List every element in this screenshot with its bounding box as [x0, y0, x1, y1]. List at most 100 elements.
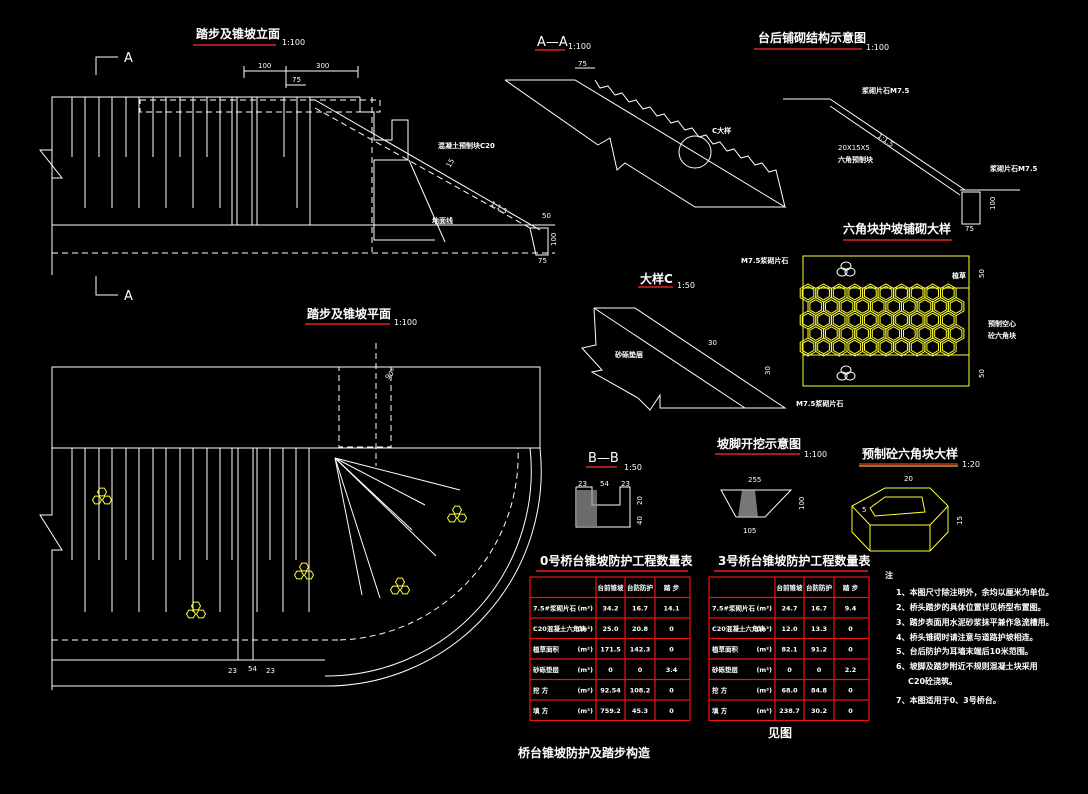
dim-text: 20 [904, 475, 913, 483]
hex-cell-inner [879, 339, 893, 355]
table-row-unit: (m²) [756, 646, 772, 654]
note-item: 2、桥头踏步的具体位置详见桥型布置图。 [896, 602, 1046, 612]
table-row-unit: (m³) [577, 666, 593, 674]
quantity-tables: 0号桥台锥坡防护工程数量表 3号桥台锥坡防护工程数量表 台前锥坡台防防护踏 步7… [529, 553, 871, 722]
table-row-item: 填 方 [712, 706, 728, 715]
hex-block-view: 预制砼六角块大样 1:20 20 5 15 [851, 446, 980, 552]
table-cell: 759.2 [600, 707, 621, 715]
hex-cell-inner [910, 285, 924, 301]
section-aa-view: A—A 1:100 75 C大样 [504, 35, 787, 208]
table-row-item: 挖 方 [712, 686, 728, 695]
table-cell: 92.54 [600, 687, 621, 695]
radial-line [334, 457, 437, 557]
dim-text: 30 [764, 366, 772, 375]
section-mark-top [95, 56, 118, 75]
toe-stone [529, 227, 549, 256]
backfill-view: 台后铺砌结构示意图 1:100 浆砌片石M7.5 1:1.5 20X15X5 六… [754, 30, 1037, 233]
hex-cell-inner [879, 312, 893, 328]
notes: 注 1、本图尺寸除注明外，余均以厘米为单位。 2、桥头踏步的具体位置详见桥型布置… [885, 570, 1054, 705]
section-mark-label: A [124, 51, 133, 66]
dim-text: 75 [578, 60, 587, 68]
hex-cell-inner [848, 339, 862, 355]
hex-block-icon [91, 495, 103, 505]
hex-cell-inner [848, 312, 862, 328]
hex-cell-inner [918, 299, 932, 314]
dim-text: 50 [542, 212, 551, 220]
top-stone-label: 浆砌片石M7.5 [862, 86, 909, 95]
table-row-item: 7.5#浆砌片石 [712, 604, 755, 613]
table-cell: 0 [669, 625, 674, 633]
hex-cell-inner [840, 299, 854, 314]
table-border [708, 576, 870, 722]
table-row-unit: (m³) [577, 605, 593, 613]
radial-line [334, 457, 461, 491]
sheet-main-title: 桥台锥坡防护及踏步构造 [518, 745, 651, 760]
table-header: 踏 步 [664, 583, 680, 592]
hex-cell-inner [934, 326, 947, 341]
plan-grid-lines [71, 448, 461, 612]
hex-cell-inner [949, 326, 963, 341]
stone-fill [577, 490, 597, 526]
hex-cell-inner [941, 312, 955, 328]
hex-cell-inner [903, 299, 916, 314]
table-row-unit: (m³) [756, 707, 772, 715]
hex-block-title: 预制砼六角块大样 [862, 446, 958, 461]
table-cell: 238.7 [779, 707, 800, 715]
dim-text: 100 [989, 197, 997, 210]
hex-hole [869, 496, 926, 517]
table-row-unit: (m²) [577, 646, 593, 654]
dim-text: 23 [266, 667, 275, 675]
hex-block-icon [399, 585, 411, 595]
dim-text: 100 [258, 62, 271, 70]
slope-section [505, 79, 787, 208]
hex-cell-inner [926, 312, 939, 328]
hex-block-pattern [799, 261, 965, 381]
slope-bottom [829, 105, 961, 196]
hex-cell-inner [801, 285, 815, 301]
hex-cell-inner [871, 299, 885, 314]
plan-view: 踏步及锥坡平面 1:100 90° 23 54 23 [39, 306, 542, 690]
table-row-unit: (m³) [577, 625, 593, 633]
block-label: 20X15X5 [838, 144, 870, 152]
table-cell: 171.5 [600, 646, 621, 654]
dim-text: 54 [600, 480, 609, 488]
table-header: 台前锥坡 [777, 583, 804, 592]
table-row-item: C20混凝土六角块 [533, 624, 586, 633]
hex-cell-inner [887, 299, 901, 314]
table-cell: 108.2 [630, 687, 651, 695]
stone-icon [840, 365, 852, 375]
table-title: 3号桥台锥坡防护工程数量表 [718, 553, 871, 568]
hex-cell-inner [817, 312, 830, 328]
table-cell: 25.0 [602, 625, 619, 633]
hex-block-symbols [91, 487, 468, 619]
hex-block-icon [195, 609, 207, 619]
hex-cell-inner [871, 326, 885, 341]
radial-line [334, 457, 426, 506]
toe-excavation-view: 坡脚开挖示意图 1:100 255 105 100 [715, 436, 827, 535]
hex-cell-inner [840, 326, 854, 341]
top-stone-label: M7.5浆砌片石 [741, 256, 788, 265]
table-cell: 0 [817, 666, 822, 674]
angle-text: 90° [384, 367, 398, 381]
stair-dashed [338, 366, 392, 448]
table-cell: 142.3 [630, 646, 651, 654]
stone-icon [840, 261, 852, 271]
table-border [529, 576, 691, 722]
cone-arc-inner [324, 447, 532, 677]
plan-left-edge [39, 448, 63, 690]
elevation-scale: 1:100 [282, 38, 305, 47]
dim-text: 100 [550, 233, 558, 246]
hex-cell-inner [910, 312, 924, 328]
hex-cell [940, 337, 957, 357]
table-cell: 84.8 [811, 687, 828, 695]
hex-cell-inner [926, 285, 939, 301]
block-label: 混凝土预制块C20 [438, 141, 495, 150]
hex-cell-inner [856, 299, 869, 314]
slope-line [314, 99, 541, 231]
dim-text: 30 [708, 339, 717, 347]
elevation-view: 踏步及锥坡立面 1:100 A A 100 300 75 [38, 26, 558, 304]
note-item: 1、本图尺寸除注明外，余均以厘米为单位。 [896, 587, 1054, 597]
backfill-scale: 1:100 [866, 43, 889, 52]
hex-cell-inner [864, 339, 877, 355]
